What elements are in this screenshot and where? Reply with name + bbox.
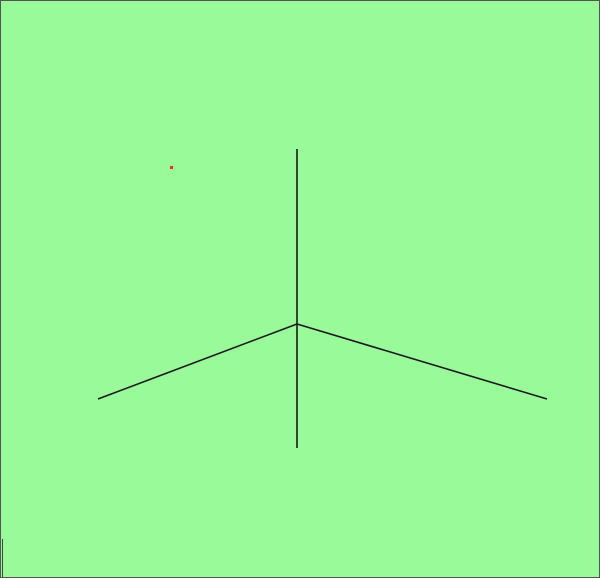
red-marker-dot bbox=[170, 166, 173, 169]
left-arm-line bbox=[97, 323, 298, 400]
right-arm-line bbox=[296, 323, 548, 400]
